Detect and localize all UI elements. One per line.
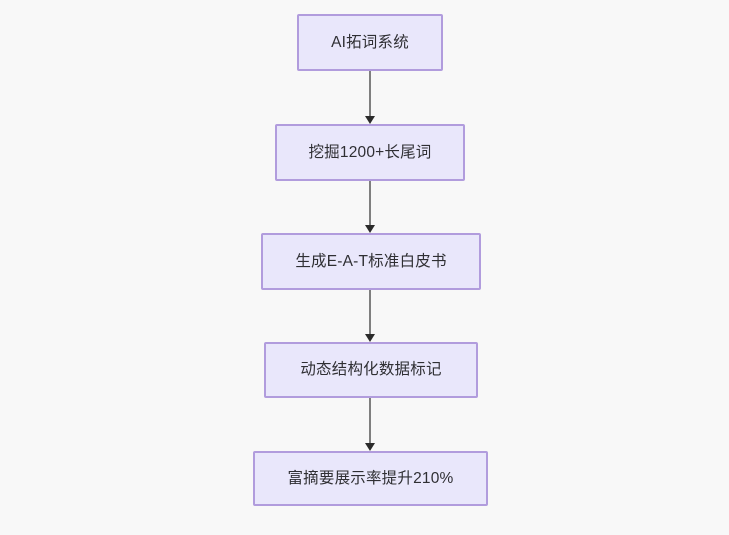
arrowhead-icon	[364, 225, 375, 233]
flow-node-ai-keyword-system[interactable]: AI拓词系统	[297, 14, 443, 71]
flow-node-generate-eat-whitepaper[interactable]: 生成E-A-T标准白皮书	[261, 233, 481, 290]
arrowhead-icon	[364, 116, 375, 124]
flow-node-rich-snippet-rate[interactable]: 富摘要展示率提升210%	[253, 451, 488, 506]
flow-node-mine-longtail-keywords[interactable]: 挖掘1200+长尾词	[275, 124, 465, 181]
arrowhead-icon	[364, 334, 375, 342]
flow-node-dynamic-structured-data[interactable]: 动态结构化数据标记	[264, 342, 478, 398]
edge-line	[369, 181, 371, 225]
edge-line	[369, 290, 371, 334]
edge-line	[369, 398, 371, 443]
arrowhead-icon	[364, 443, 375, 451]
edge-line	[369, 71, 371, 116]
